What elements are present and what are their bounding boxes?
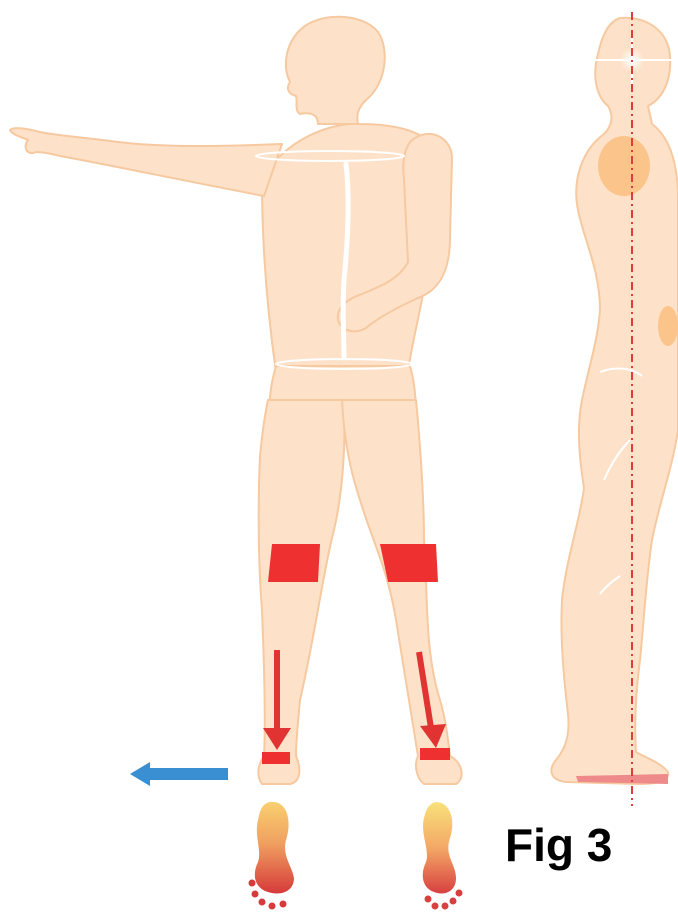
head (286, 17, 385, 124)
figure-label: Fig 3 (505, 822, 612, 868)
shift-arrow-head (130, 762, 150, 786)
side-body (551, 18, 678, 784)
left-ankle-band (262, 752, 290, 764)
left-arrow-icon (130, 762, 228, 786)
left-knee-band (268, 544, 320, 582)
knee-bands (268, 544, 438, 582)
shift-arrow-shaft (146, 768, 228, 780)
left-leg (258, 400, 344, 784)
shoulder-patch (598, 136, 650, 196)
left-footprint (249, 802, 295, 910)
back-view-figure (10, 17, 462, 784)
footprint-icon (249, 802, 463, 910)
right-ankle-band (420, 748, 450, 760)
hand-patch (658, 306, 678, 346)
right-knee-band (380, 544, 438, 582)
outstretched-arm (10, 128, 282, 196)
right-footprint (423, 802, 463, 910)
side-view-figure (551, 18, 678, 784)
